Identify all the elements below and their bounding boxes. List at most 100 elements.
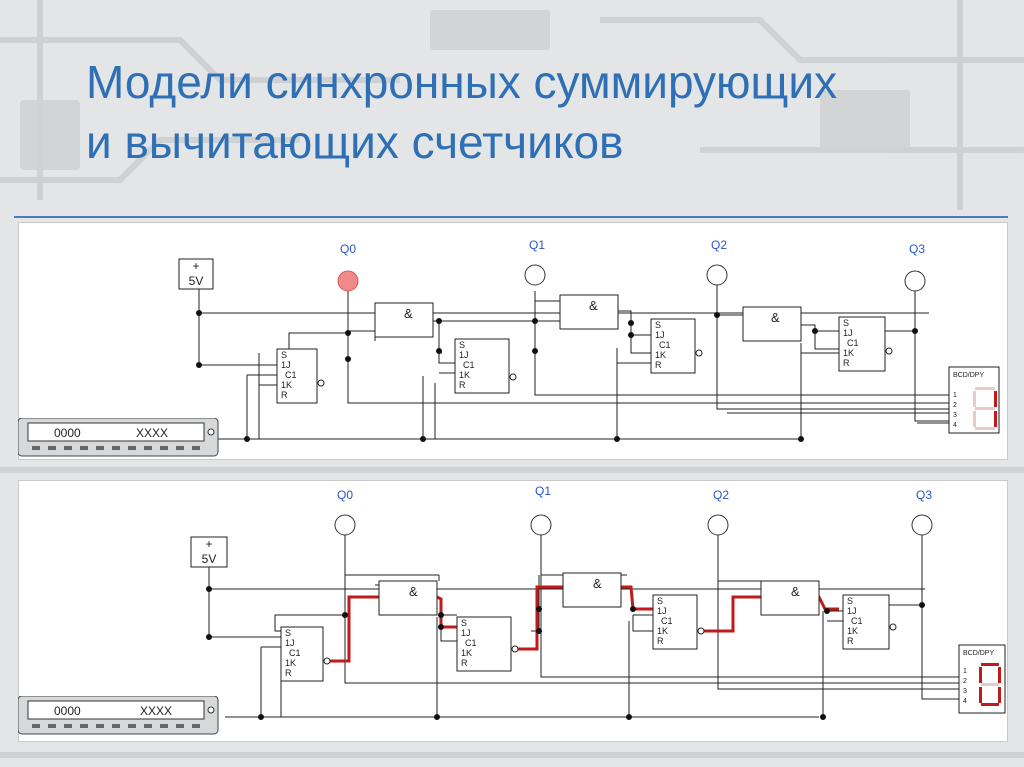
flipflop-pin-c1: C1 <box>851 616 863 626</box>
flipflop-pin-r: R <box>281 390 288 400</box>
generator-mask: XXXX <box>140 704 172 718</box>
flipflop-pin-r: R <box>285 668 292 678</box>
flipflop-pin-1k: 1K <box>281 380 292 390</box>
flipflop-pin-r: R <box>847 636 854 646</box>
flipflop-pin-1j: 1J <box>459 350 469 360</box>
flipflop-pin-s: S <box>281 350 287 360</box>
and-gate-1: & <box>374 302 434 338</box>
power-source-plus-symbol: + <box>205 537 212 551</box>
and-gate-3: & <box>760 580 820 616</box>
output-label-q2: Q2 <box>713 488 729 502</box>
bcd-display-label: BCD/DPY <box>963 650 994 657</box>
bcd-display-label: BCD/DPY <box>953 372 984 379</box>
flipflop-pin-r: R <box>843 358 850 368</box>
bcd-pin-4: 4 <box>963 698 967 705</box>
output-lamp-q2: Q2 <box>706 238 728 286</box>
bcd-pin-2: 2 <box>953 402 957 409</box>
output-lamp-q2: Q2 <box>707 488 729 536</box>
flipflop-pin-c1: C1 <box>661 616 673 626</box>
and-gate-1: & <box>378 580 438 616</box>
output-lamp-q3: Q3 <box>911 488 933 536</box>
flipflop-pin-c1: C1 <box>289 648 301 658</box>
bcd-display: BCD/DPY 1 2 3 4 <box>948 366 1000 434</box>
word-generator-down[interactable]: 0000 XXXX <box>18 696 220 736</box>
and-gate-symbol: & <box>589 298 598 313</box>
flipflop-pin-c1: C1 <box>659 340 671 350</box>
seven-segment-digit <box>979 663 1001 706</box>
jk-flipflop-4: S 1J C1 1K R <box>838 316 893 372</box>
bcd-pin-4: 4 <box>953 422 957 429</box>
jk-flipflop-3: S 1J C1 1K R <box>650 318 703 374</box>
generator-value: 0000 <box>54 704 81 718</box>
output-label-q1: Q1 <box>529 238 545 252</box>
jk-flipflop-2: S 1J C1 1K R <box>454 338 517 394</box>
jk-flipflop-1: S 1J C1 1K R <box>280 626 331 682</box>
and-gate-2: & <box>559 294 619 330</box>
flipflop-pin-c1: C1 <box>285 370 297 380</box>
slide-title: Модели синхронных суммирующих и вычитающ… <box>86 52 986 172</box>
flipflop-pin-r: R <box>655 360 662 370</box>
flipflop-pin-1k: 1K <box>459 370 470 380</box>
flipflop-pin-r: R <box>657 636 664 646</box>
output-label-q0: Q0 <box>337 488 353 502</box>
flipflop-pin-s: S <box>655 320 661 330</box>
generator-mask: XXXX <box>136 426 168 440</box>
and-gate-2: & <box>562 572 622 608</box>
flipflop-pin-s: S <box>657 596 663 606</box>
flipflop-pin-1k: 1K <box>285 658 296 668</box>
power-source-5v[interactable]: + 5V <box>190 536 228 568</box>
and-gate-symbol: & <box>409 584 418 599</box>
jk-flipflop-3: S 1J C1 1K R <box>652 594 705 650</box>
bcd-pin-1: 1 <box>953 392 957 399</box>
flipflop-pin-1k: 1K <box>843 348 854 358</box>
flipflop-pin-c1: C1 <box>847 338 859 348</box>
flipflop-pin-s: S <box>843 318 849 328</box>
output-label-q1: Q1 <box>535 484 551 498</box>
flipflop-pin-1j: 1J <box>461 628 471 638</box>
flipflop-pin-1j: 1J <box>285 638 295 648</box>
output-lamp-q3: Q3 <box>904 242 926 292</box>
and-gate-symbol: & <box>771 310 780 325</box>
word-generator-up[interactable]: 0000 XXXX <box>18 418 220 458</box>
flipflop-pin-1k: 1K <box>847 626 858 636</box>
flipflop-pin-c1: C1 <box>463 360 475 370</box>
bcd-pin-2: 2 <box>963 678 967 685</box>
bcd-display: BCD/DPY 1 2 3 4 <box>958 644 1006 714</box>
output-label-q3: Q3 <box>916 488 932 502</box>
jk-flipflop-4: S 1J C1 1K R <box>842 594 897 650</box>
power-source-5v[interactable]: + 5V <box>178 258 214 290</box>
slide-title-line2: и вычитающих счетчиков <box>86 116 624 168</box>
and-gate-symbol: & <box>404 306 413 321</box>
power-source-plus-symbol: + <box>192 259 199 273</box>
output-lamp-q1: Q1 <box>524 238 546 286</box>
bcd-pin-1: 1 <box>963 668 967 675</box>
flipflop-pin-s: S <box>459 340 465 350</box>
flipflop-pin-s: S <box>285 628 291 638</box>
jk-flipflop-1: S 1J C1 1K R <box>276 348 325 404</box>
power-source-label: 5V <box>202 552 217 566</box>
flipflop-pin-1j: 1J <box>847 606 857 616</box>
flipflop-pin-1k: 1K <box>655 350 666 360</box>
output-lamp-q0: Q0 <box>337 242 359 292</box>
flipflop-pin-r: R <box>461 658 468 668</box>
and-gate-symbol: & <box>593 576 602 591</box>
output-lamp-q1: Q1 <box>530 484 552 536</box>
flipflop-pin-s: S <box>461 618 467 628</box>
bcd-pin-3: 3 <box>953 412 957 419</box>
flipflop-pin-1k: 1K <box>657 626 668 636</box>
seven-segment-digit <box>973 387 997 430</box>
flipflop-pin-1j: 1J <box>281 360 291 370</box>
generator-value: 0000 <box>54 426 81 440</box>
flipflop-pin-1j: 1J <box>843 328 853 338</box>
output-label-q2: Q2 <box>711 238 727 252</box>
title-divider <box>14 216 1008 218</box>
output-lamp-q0: Q0 <box>334 488 356 536</box>
flipflop-pin-s: S <box>847 596 853 606</box>
jk-flipflop-2: S 1J C1 1K R <box>456 616 519 672</box>
power-source-label: 5V <box>189 274 204 288</box>
output-label-q3: Q3 <box>909 242 925 256</box>
flipflop-pin-c1: C1 <box>465 638 477 648</box>
flipflop-pin-r: R <box>459 380 466 390</box>
flipflop-pin-1j: 1J <box>657 606 667 616</box>
flipflop-pin-1k: 1K <box>461 648 472 658</box>
